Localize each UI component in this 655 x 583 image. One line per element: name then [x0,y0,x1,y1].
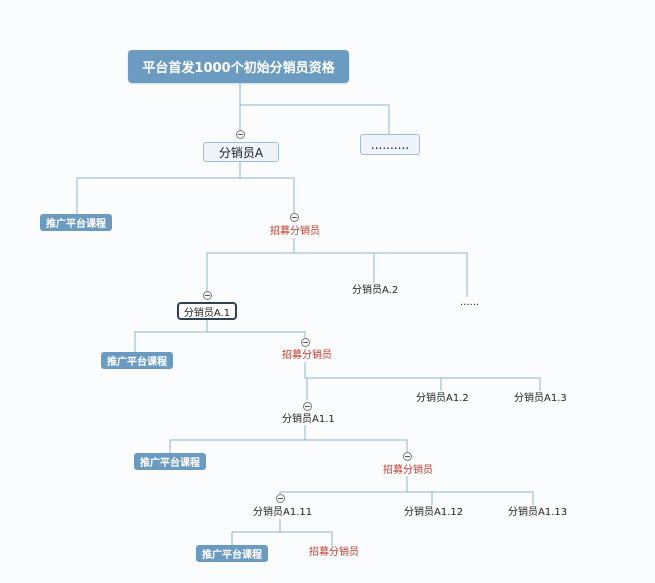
node-distributor-a1-11[interactable]: 分销员A1.11 [253,507,312,519]
node-label: 推广平台课程 [140,458,200,469]
node-promote-a1-11[interactable]: 推广平台课程 [196,545,268,562]
node-label: 招募分销员 [270,226,320,237]
node-label: .......... [370,137,410,152]
node-label: 分销员A1.13 [508,507,568,518]
node-distributor-a1[interactable]: 分销员A.1 [177,302,237,320]
root-node[interactable]: 平台首发1000个初始分销员资格 [128,50,349,83]
node-promote-a[interactable]: 推广平台课程 [40,214,112,231]
node-recruit-a[interactable]: 招募分销员 [270,226,320,238]
node-label: 推广平台课程 [202,550,262,561]
node-distributor-a1-2[interactable]: 分销员A1.2 [416,393,469,405]
node-recruit-a1-11[interactable]: 招募分销员 [309,547,359,559]
node-label: ...... [460,297,480,308]
node-label: 招募分销员 [383,465,433,476]
root-label: 平台首发1000个初始分销员资格 [142,61,335,76]
node-distributor-a2[interactable]: 分销员A.2 [352,285,398,297]
node-ellipsis-top[interactable]: .......... [360,134,420,155]
node-label: 分销员A1.12 [404,507,464,518]
node-label: 分销员A.2 [352,285,399,296]
node-label: 分销员A [218,145,264,160]
node-recruit-a1[interactable]: 招募分销员 [282,350,332,362]
node-label: 分销员A1.2 [416,393,469,404]
node-distributor-a1-12[interactable]: 分销员A1.12 [404,507,463,519]
node-recruit-a1-1[interactable]: 招募分销员 [383,465,433,477]
collapse-minus-icon[interactable] [203,291,212,300]
collapse-minus-icon[interactable] [301,338,310,347]
node-label: 招募分销员 [309,547,359,558]
node-distributor-a1-1[interactable]: 分销员A1.1 [282,414,335,426]
node-label: 分销员A1.11 [253,507,313,518]
collapse-minus-icon[interactable] [290,213,299,222]
node-label: 分销员A1.3 [514,393,567,404]
node-label: 招募分销员 [282,350,332,361]
node-ellipsis-mid[interactable]: ...... [460,297,479,309]
node-distributor-a1-3[interactable]: 分销员A1.3 [514,393,567,405]
node-distributor-a[interactable]: 分销员A [203,142,279,162]
node-label: 分销员A.1 [183,307,231,319]
collapse-minus-icon[interactable] [303,402,312,411]
node-label: 推广平台课程 [107,357,167,368]
node-distributor-a1-13[interactable]: 分销员A1.13 [508,507,567,519]
node-label: 推广平台课程 [46,219,106,230]
node-promote-a1[interactable]: 推广平台课程 [101,352,173,369]
collapse-minus-icon[interactable] [236,130,245,139]
collapse-minus-icon[interactable] [276,494,285,503]
node-label: 分销员A1.1 [282,414,335,425]
collapse-minus-icon[interactable] [403,452,412,461]
node-promote-a1-1[interactable]: 推广平台课程 [134,453,206,470]
